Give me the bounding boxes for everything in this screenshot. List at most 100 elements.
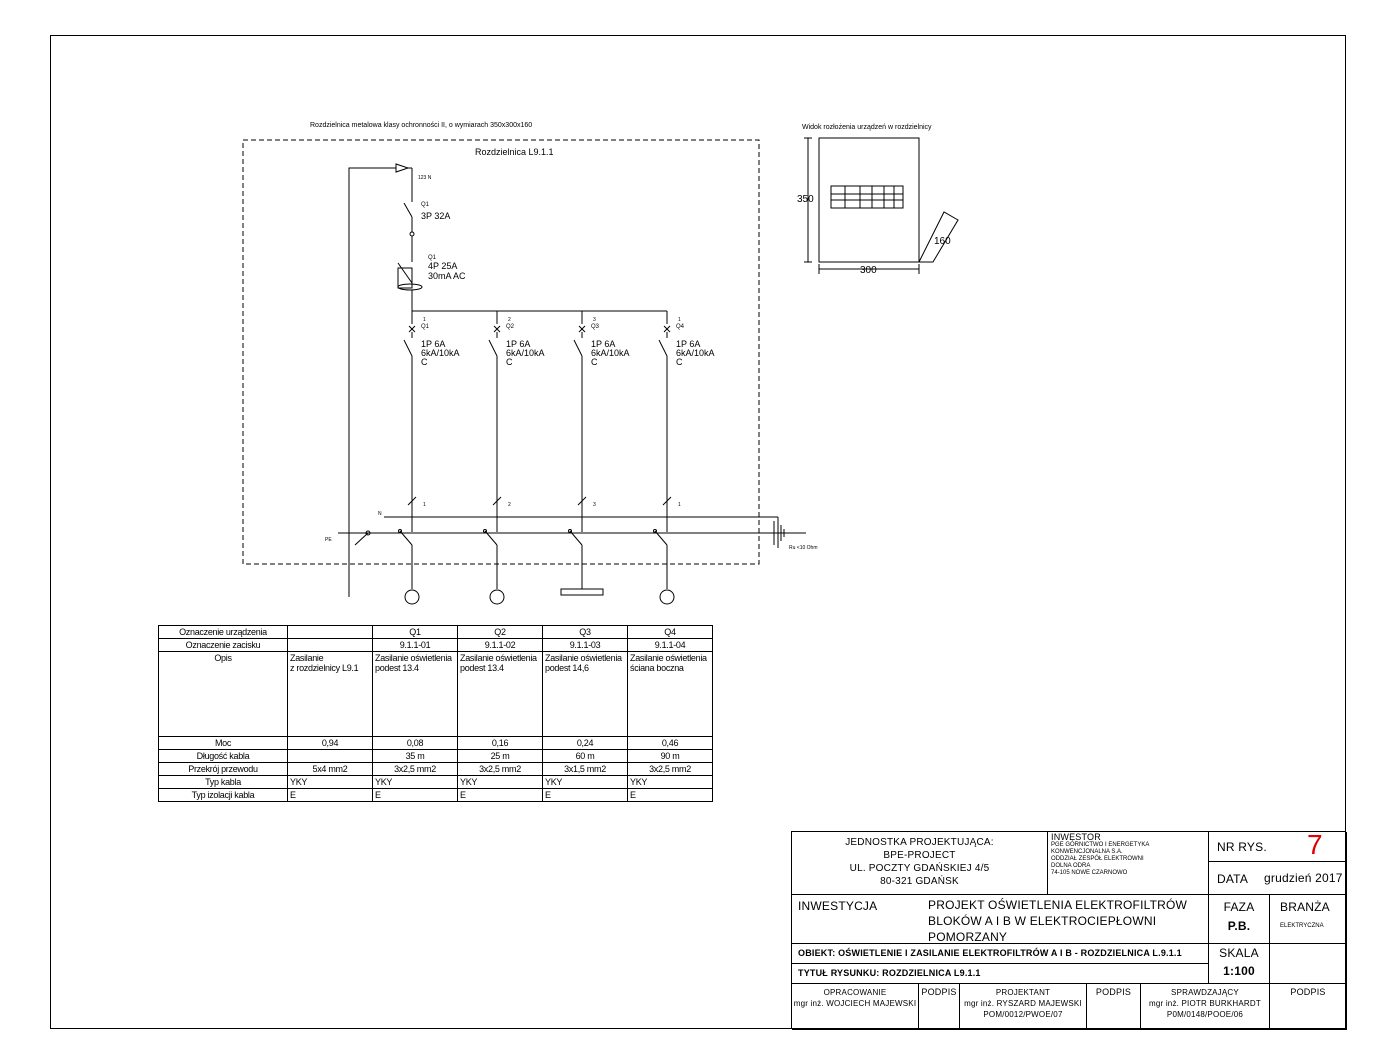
drawing-title: TYTUŁ RYSUNKU: ROZDZIELNICA L9.1.1 — [792, 964, 1209, 984]
enclosure-note: Rozdzielnica metalowa klasy ochronności … — [310, 122, 532, 129]
breaker-cross — [663, 325, 671, 333]
breaker-rating: 1P 6A — [421, 339, 445, 349]
breaker-contact — [403, 339, 413, 357]
drawing-number: NR RYS. 7 — [1209, 829, 1347, 862]
breaker-phase: 2 — [508, 317, 511, 323]
design-unit: JEDNOSTKA PROJEKTUJĄCA: BPE-PROJECT UL. … — [792, 832, 1048, 895]
rcd-sensitivity: 30mA AC — [428, 271, 466, 281]
investor: INWESTOR PGE GÓRNICTWO I ENERGETYKA KONW… — [1048, 832, 1209, 895]
dim-depth: 160 — [934, 236, 951, 247]
n-label: N — [378, 511, 382, 517]
rcd-id: Q1 — [428, 255, 437, 261]
row-label: Opis — [158, 651, 288, 737]
main-switch-rating: 3P 32A — [421, 211, 450, 221]
title-block: JEDNOSTKA PROJEKTUJĄCA: BPE-PROJECT UL. … — [791, 829, 1347, 1030]
row-label: Typ izolacji kabla — [158, 788, 288, 802]
circuit-number: 3 — [593, 502, 596, 508]
light-fitting-symbol — [659, 589, 675, 605]
signature-3: PODPIS — [1270, 984, 1347, 1030]
circuit-number: 2 — [508, 502, 511, 508]
row-label: Oznaczenie zacisku — [158, 638, 288, 652]
checker: SPRAWDZAJĄCY mgr inż. PIOTR BURKHARDT P0… — [1141, 984, 1270, 1030]
pe-terminal — [653, 529, 657, 533]
breaker-contact — [488, 339, 498, 357]
pe-contact — [569, 530, 583, 546]
breaker-phase: 3 — [593, 317, 596, 323]
designer: PROJEKTANT mgr inż. RYSZARD MAJEWSKI POM… — [960, 984, 1087, 1030]
din-devices — [830, 185, 904, 209]
table-row: Typ izolacji kabla E E E E E — [158, 788, 713, 802]
breaker-cross — [408, 325, 416, 333]
cable-tick — [492, 496, 502, 506]
cable-tick — [407, 496, 417, 506]
breaker-rating: 1P 6A — [676, 339, 700, 349]
main-switch-id: Q1 — [421, 202, 430, 208]
table-row: Moc 0,94 0,08 0,16 0,24 0,46 — [158, 736, 713, 750]
breaker-contact — [573, 339, 583, 357]
breaker-curve: C — [506, 357, 513, 367]
scale: SKALA 1:100 — [1209, 944, 1270, 984]
row-label: Moc — [158, 736, 288, 750]
earth-note: Ru <10 Ohm — [789, 545, 818, 551]
light-fitting-symbol — [404, 589, 420, 605]
phase: FAZA P.B. — [1209, 895, 1270, 944]
supply-line — [348, 167, 396, 597]
breaker-id: Q3 — [591, 324, 600, 330]
row-label: Długość kabla — [158, 749, 288, 763]
pe-contact — [484, 530, 498, 546]
dim-width: 300 — [860, 265, 877, 276]
investment-label: INWESTYCJA — [792, 895, 917, 944]
dim-height: 350 — [797, 194, 814, 205]
cable-tick — [577, 496, 587, 506]
supply-arrow — [395, 163, 410, 173]
branch: BRANŻA ELEKTRYCZNA — [1270, 895, 1347, 944]
breaker-curve: C — [421, 357, 428, 367]
pe-terminal — [483, 529, 487, 533]
table-row: Oznaczenie zacisku 9.1.1-01 9.1.1-02 9.1… — [158, 638, 713, 652]
rcd-contact — [397, 262, 413, 284]
breaker-breaking-capacity: 6kA/10kA — [591, 348, 630, 358]
equipment-table: Oznaczenie urządzenia Q1 Q2 Q3 Q4 Oznacz… — [158, 625, 713, 802]
breaker-curve: C — [676, 357, 683, 367]
project-name: PROJEKT OŚWIETLENIA ELEKTROFILTRÓW BLOKÓ… — [917, 895, 1209, 944]
breaker-contact — [658, 339, 668, 357]
prepared-by: OPRACOWANIE mgr inż. WOJCIECH MAJEWSKI — [792, 984, 919, 1030]
breaker-breaking-capacity: 6kA/10kA — [506, 348, 545, 358]
date: DATA grudzień 2017 — [1209, 862, 1347, 895]
cable-tick — [662, 496, 672, 506]
table-row: Długość kabla 35 m 25 m 60 m 90 m — [158, 749, 713, 763]
supply-label: 123 N — [418, 175, 432, 181]
circuit-number: 1 — [678, 502, 681, 508]
row-label: Przekrój przewodu — [158, 762, 288, 776]
main-switch-contact — [403, 202, 413, 218]
breaker-id: Q4 — [676, 324, 685, 330]
table-row: Oznaczenie urządzenia Q1 Q2 Q3 Q4 — [158, 625, 713, 639]
light-fitting-symbol — [489, 589, 505, 605]
row-label: Typ kabla — [158, 775, 288, 789]
object-description: OBIEKT: OŚWIETLENIE I ZASILANIE ELEKTROF… — [792, 944, 1209, 964]
breaker-phase: 1 — [423, 317, 426, 323]
row-label: Oznaczenie urządzenia — [158, 625, 288, 639]
drawing-number-value: 7 — [1307, 829, 1323, 860]
breaker-curve: C — [591, 357, 598, 367]
breaker-cross — [493, 325, 501, 333]
breaker-phase: 1 — [678, 317, 681, 323]
breaker-breaking-capacity: 6kA/10kA — [676, 348, 715, 358]
light-fitting-symbol — [560, 588, 604, 596]
rcd-coil — [397, 267, 413, 289]
board-title: Rozdzielnica L9.1.1 — [475, 147, 554, 157]
rcd-rating: 4P 25A — [428, 261, 457, 271]
layout-view-title: Widok rozłożenia urządzeń w rozdzielnicy — [802, 124, 932, 131]
enclosure-boundary — [242, 139, 760, 565]
signature-2: PODPIS — [1087, 984, 1141, 1030]
pe-contact — [399, 530, 413, 546]
layout-view-box — [818, 137, 920, 263]
table-row: Typ kabla YKY YKY YKY YKY YKY — [158, 775, 713, 789]
breaker-id: Q2 — [506, 324, 515, 330]
breaker-cross — [578, 325, 586, 333]
depth-view — [918, 211, 959, 263]
pe-contact — [654, 530, 668, 546]
breaker-rating: 1P 6A — [591, 339, 615, 349]
